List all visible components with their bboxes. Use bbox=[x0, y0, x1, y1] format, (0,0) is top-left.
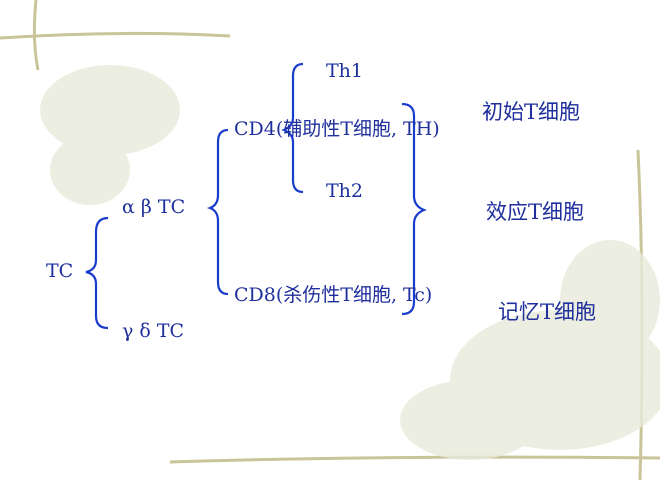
memory-t-cell-label: 记忆T细胞 bbox=[498, 300, 597, 324]
naive-t-cell-label: 初始T细胞 bbox=[482, 100, 581, 124]
effector-t-cell-label: 效应T细胞 bbox=[486, 200, 585, 224]
tc-label: TC bbox=[46, 260, 74, 282]
gamma-delta-tc-label: γ δ TC bbox=[122, 320, 185, 342]
flower-watermark bbox=[40, 65, 660, 460]
braces bbox=[85, 62, 427, 330]
cd8-label: CD8(杀伤性T细胞, Tc) bbox=[234, 284, 433, 306]
cd4-label: CD4(辅助性T细胞, TH) bbox=[234, 118, 440, 140]
states-brace bbox=[401, 102, 427, 316]
th1-label: Th1 bbox=[326, 60, 363, 82]
alpha-beta-tc-label: α β TC bbox=[122, 196, 186, 218]
th2-label: Th2 bbox=[326, 180, 363, 202]
tc-brace bbox=[85, 216, 109, 330]
ab-brace bbox=[206, 128, 229, 296]
cd4-brace bbox=[281, 62, 304, 194]
